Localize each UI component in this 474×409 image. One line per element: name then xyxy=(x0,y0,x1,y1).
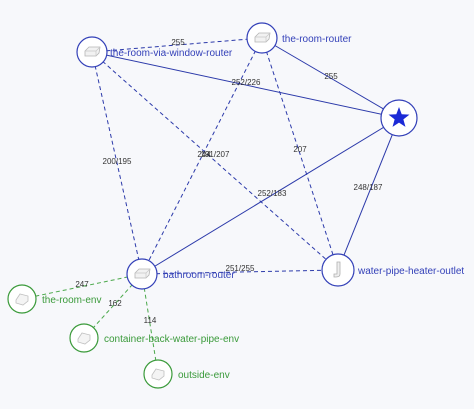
edge-label: 255 xyxy=(324,72,338,81)
edge-label: 114 xyxy=(144,316,157,325)
edge-window-heater xyxy=(91,51,339,271)
router-icon xyxy=(254,32,271,43)
edge-label: 248/187 xyxy=(354,183,383,192)
edge-label: 247 xyxy=(75,280,89,289)
edge-room-heater xyxy=(261,37,339,271)
edge-label: 200/195 xyxy=(103,157,132,166)
nodes-layer: the-room-via-window-router the-room-route… xyxy=(7,22,464,389)
edge-label: 207 xyxy=(293,145,307,154)
edge-label: 252/226 xyxy=(232,78,261,87)
router-icon xyxy=(134,268,151,279)
edge-window-room xyxy=(91,37,263,53)
edge-bath-heater xyxy=(141,269,339,275)
node-room[interactable]: the-room-router xyxy=(246,22,352,54)
node-window[interactable]: the-room-via-window-router xyxy=(76,36,233,68)
star-icon xyxy=(388,107,410,127)
outlet-sensor-icon xyxy=(333,261,341,278)
node-label: water-pipe-heater-outlet xyxy=(357,266,464,277)
edge-bath-outenv xyxy=(141,273,159,375)
node-bath[interactable]: bathroom-router xyxy=(126,258,235,290)
sensor-icon xyxy=(151,368,165,381)
node-star[interactable] xyxy=(380,99,418,137)
edge-label: 191/207 xyxy=(201,150,230,159)
edge-room-bath xyxy=(141,37,263,275)
node-roomenv[interactable]: the-room-env xyxy=(7,284,101,314)
edge-label: 244 xyxy=(197,150,211,159)
edge-label: 251/255 xyxy=(226,264,255,273)
edge-label: 162 xyxy=(108,299,122,308)
edges-layer xyxy=(21,37,400,375)
edge-room-star xyxy=(261,37,400,119)
node-label: outside-env xyxy=(178,370,230,381)
node-heater[interactable]: water-pipe-heater-outlet xyxy=(321,253,464,287)
sensor-icon xyxy=(77,332,91,345)
edge-label: 255 xyxy=(171,38,185,47)
edge-bath-star xyxy=(141,117,400,275)
edge-star-heater xyxy=(337,117,400,271)
edge-window-star xyxy=(91,51,400,119)
edge-labels-layer: 255 255 252/226 200/195 244 207 248/187 252/183… xyxy=(75,38,383,325)
node-label: bathroom-router xyxy=(163,270,235,281)
edge-label: 252/183 xyxy=(258,189,287,198)
sensor-icon xyxy=(15,293,29,306)
node-label: the-room-env xyxy=(42,295,101,306)
router-icon xyxy=(84,46,101,57)
node-cbenv[interactable]: container-back-water-pipe-env xyxy=(69,323,239,353)
node-label: container-back-water-pipe-env xyxy=(104,334,239,345)
node-outenv[interactable]: outside-env xyxy=(143,359,230,389)
node-label: the-room-router xyxy=(282,34,352,45)
node-label: the-room-via-window-router xyxy=(110,48,233,59)
edge-window-bath xyxy=(91,51,143,275)
